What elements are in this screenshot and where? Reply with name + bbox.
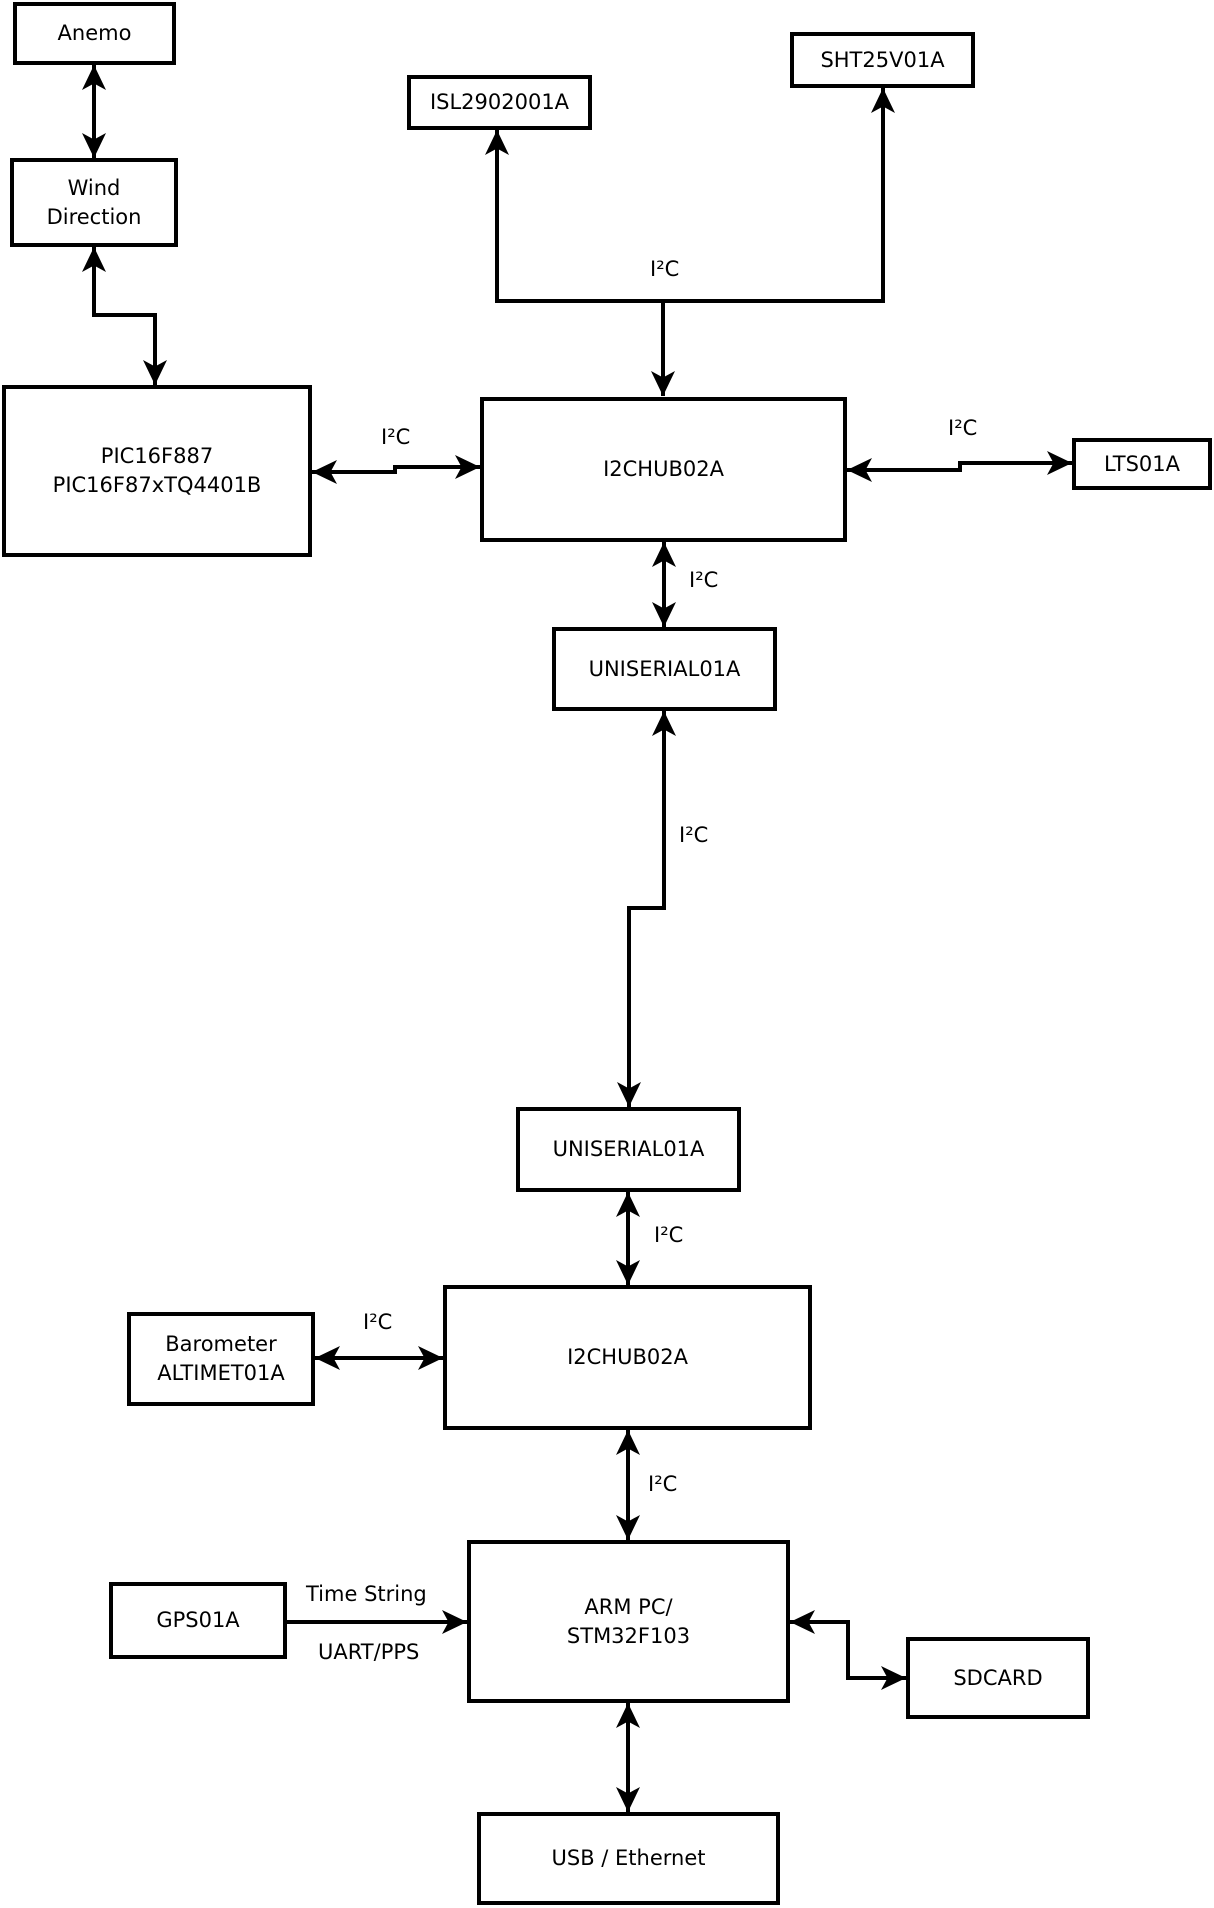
- box-i2chub-1: I2CHUB02A: [480, 397, 847, 542]
- box-barometer: Barometer ALTIMET01A: [127, 1312, 315, 1406]
- box-wind-direction-line2: Direction: [46, 204, 142, 229]
- box-usb-ethernet: USB / Ethernet: [477, 1812, 780, 1905]
- box-uniserial-2-label: UNISERIAL01A: [552, 1137, 705, 1161]
- box-arm-pc-line2: STM32F103: [566, 1623, 691, 1648]
- box-arm-pc-line1: ARM PC/: [584, 1594, 673, 1619]
- box-lts: LTS01A: [1072, 438, 1212, 490]
- box-i2chub-1-label: I2CHUB02A: [603, 457, 724, 481]
- label-i2c-hub2-arm: I²C: [648, 1472, 678, 1496]
- box-uniserial-1: UNISERIAL01A: [552, 627, 777, 711]
- box-uniserial-2: UNISERIAL01A: [516, 1107, 741, 1192]
- label-i2c-barometer-hub2: I²C: [363, 1310, 393, 1334]
- connector-uniserial1-uniserial2: [617, 711, 676, 1107]
- box-pic-line1: PIC16F887: [100, 444, 214, 468]
- label-i2c-pic-hub1: I²C: [381, 425, 411, 449]
- box-sdcard-label: SDCARD: [953, 1665, 1043, 1690]
- connector-pic-hub1: [312, 455, 480, 484]
- box-i2chub-2: I2CHUB02A: [443, 1285, 812, 1430]
- box-barometer-line1: Barometer: [165, 1332, 277, 1356]
- label-i2c-bus: I²C: [650, 257, 680, 281]
- label-time-string: Time String: [306, 1582, 427, 1606]
- box-arm-pc: ARM PC/ STM32F103: [467, 1540, 790, 1703]
- box-gps-label: GPS01A: [156, 1608, 240, 1632]
- box-pic: PIC16F887 PIC16F87xTQ4401B: [2, 385, 312, 557]
- label-i2c-uniserial2-hub2: I²C: [654, 1223, 684, 1247]
- label-i2c-hub1-uniserial1: I²C: [689, 568, 719, 592]
- label-i2c-uniserial-link: I²C: [679, 823, 709, 847]
- box-barometer-line2: ALTIMET01A: [157, 1361, 285, 1385]
- box-lts-label: LTS01A: [1103, 451, 1181, 476]
- box-sht-label: SHT25V01A: [820, 47, 945, 72]
- label-i2c-hub1-lts: I²C: [948, 416, 978, 440]
- connector-hub1-lts: [847, 451, 1072, 482]
- box-pic-line2: PIC16F87xTQ4401B: [52, 473, 262, 497]
- connector-arm-sdcard: [790, 1610, 906, 1690]
- box-anemo-label: Anemo: [57, 21, 132, 45]
- box-isl-label: ISL2902001A: [429, 90, 570, 114]
- connector-wind-pic: [82, 247, 167, 385]
- box-gps: GPS01A: [109, 1582, 287, 1659]
- box-wind-direction-line1: Wind: [67, 175, 121, 200]
- box-uniserial-1-label: UNISERIAL01A: [588, 656, 741, 681]
- box-sdcard: SDCARD: [906, 1637, 1090, 1719]
- box-usb-ethernet-label: USB / Ethernet: [551, 1846, 706, 1870]
- box-wind-direction: Wind Direction: [10, 158, 178, 247]
- label-uart-pps: UART/PPS: [318, 1640, 420, 1664]
- box-sht: SHT25V01A: [790, 32, 975, 88]
- box-i2chub-2-label: I2CHUB02A: [567, 1345, 688, 1369]
- box-isl: ISL2902001A: [407, 75, 592, 130]
- box-anemo: Anemo: [13, 2, 176, 65]
